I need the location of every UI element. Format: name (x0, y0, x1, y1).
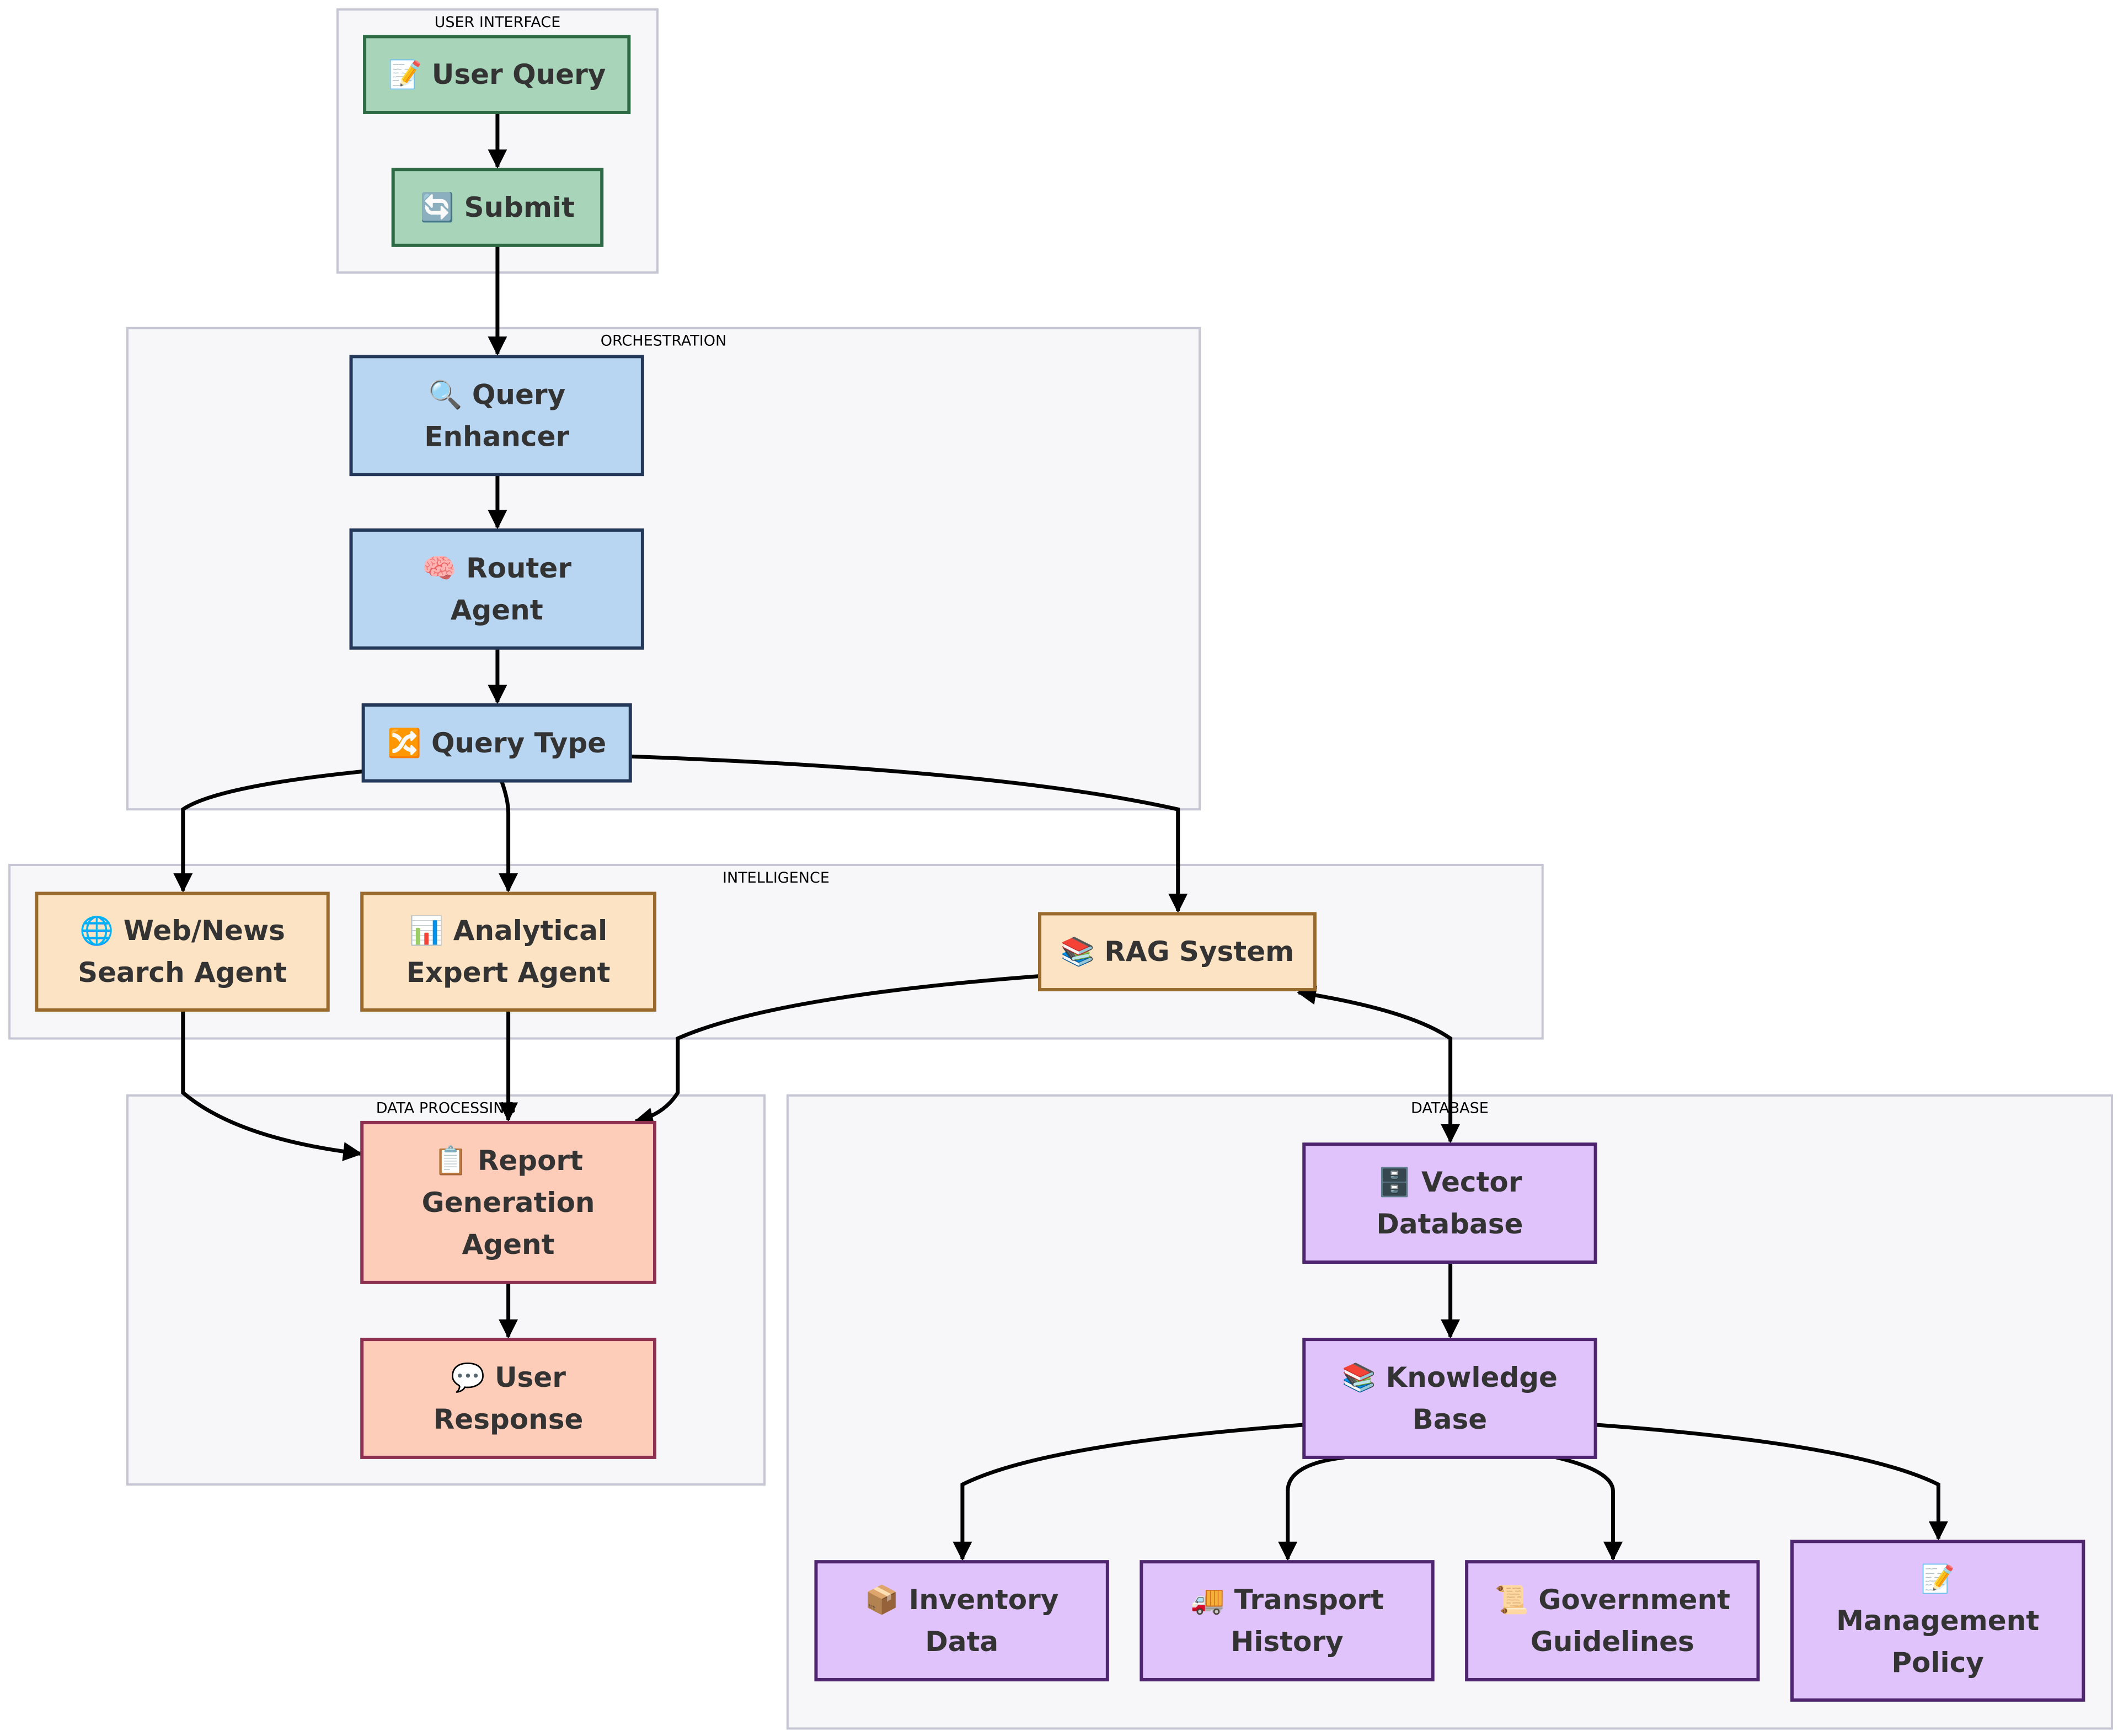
node-report-label: Generation (422, 1187, 595, 1219)
node-rag[interactable]: 📚 RAG System (1037, 912, 1317, 992)
node-web-news-box (35, 891, 330, 1012)
edge-knowledge_base-to-management (1595, 1423, 1948, 1541)
edge-knowledge_base-to-inventory (953, 1423, 1304, 1561)
node-user-query-box (363, 35, 631, 114)
edge-query_type-to-analytical (499, 780, 518, 893)
group-ui-label: USER INTERFACE (435, 14, 561, 31)
node-router-agent-label: Agent (451, 594, 543, 626)
node-user-response-label: Response (434, 1403, 584, 1435)
node-query-type[interactable]: 🔀 Query Type (361, 703, 632, 783)
node-query-enhancer-box (349, 355, 644, 477)
node-submit[interactable]: 🔄 Submit (391, 168, 604, 247)
node-management-label: 📝 (1921, 1563, 1955, 1595)
node-query-type-label: 🔀 Query Type (387, 727, 606, 759)
group-orch-label: ORCHESTRATION (601, 333, 726, 350)
node-query-type-box (361, 703, 632, 783)
node-submit-label: 🔄 Submit (420, 191, 575, 223)
node-web-news-label: Search Agent (78, 957, 287, 989)
node-knowledge-base-label: 📚 Knowledge (1342, 1361, 1558, 1393)
edge-web_news-to-report (181, 1009, 363, 1161)
edge-knowledge_base-to-government (1555, 1455, 1623, 1561)
edge-rag-to-report (634, 974, 1040, 1127)
node-user-response-label: 💬 User (451, 1361, 566, 1393)
edge-query_type-to-rag (630, 754, 1188, 913)
node-rag-label: 📚 RAG System (1061, 936, 1295, 968)
group-proc-label: DATA PROCESSING (376, 1100, 516, 1117)
node-government-label: 📜 Government (1495, 1584, 1730, 1616)
node-management-box (1790, 1540, 2085, 1702)
node-management-label: Management (1836, 1605, 2039, 1637)
node-transport-label: 🚚 Transport (1190, 1584, 1384, 1616)
node-user-query[interactable]: 📝 User Query (363, 35, 631, 114)
node-transport-label: History (1231, 1626, 1343, 1658)
edge-rag-to-vector_db (1296, 985, 1461, 1144)
edge-knowledge_base-to-transport (1278, 1455, 1345, 1561)
node-analytical-box (360, 891, 657, 1012)
node-web-news-label: 🌐 Web/News (79, 915, 285, 947)
node-user-response-box (360, 1338, 657, 1459)
node-knowledge-base-box (1302, 1338, 1597, 1459)
node-rag-box (1037, 912, 1317, 992)
node-query-enhancer-label: 🔍 Query (428, 377, 565, 410)
node-user-query-label: 📝 User Query (388, 58, 606, 90)
node-router-agent-box (349, 528, 644, 650)
group-orch-box (126, 327, 1201, 811)
node-knowledge-base-label: Base (1413, 1403, 1488, 1435)
node-report-box (360, 1120, 657, 1284)
node-inventory-box (814, 1560, 1109, 1681)
node-vector-db-label: 🗄️ Vector (1377, 1166, 1522, 1198)
node-vector-db-label: Database (1376, 1208, 1523, 1240)
node-government-label: Guidelines (1531, 1626, 1694, 1658)
node-management-label: Policy (1891, 1647, 1984, 1679)
node-query-enhancer-label: Enhancer (424, 420, 569, 452)
node-submit-box (391, 168, 604, 247)
group-intel-label: INTELLIGENCE (723, 869, 830, 886)
node-vector-db-box (1302, 1142, 1597, 1264)
node-analytical-label: 📊 Analytical (409, 915, 607, 947)
node-router-agent-label: 🧠 Router (422, 552, 571, 584)
node-transport-box (1140, 1560, 1435, 1681)
edge-query_type-to-web_news (173, 769, 363, 893)
node-government-box (1465, 1560, 1760, 1681)
node-analytical-label: Expert Agent (407, 957, 611, 989)
node-inventory-label: Data (925, 1626, 998, 1658)
node-report-label: 📋 Report (434, 1145, 583, 1177)
node-report-label: Agent (462, 1228, 555, 1260)
group-orch: ORCHESTRATION (126, 327, 1201, 811)
node-inventory-label: 📦 Inventory (865, 1584, 1058, 1616)
